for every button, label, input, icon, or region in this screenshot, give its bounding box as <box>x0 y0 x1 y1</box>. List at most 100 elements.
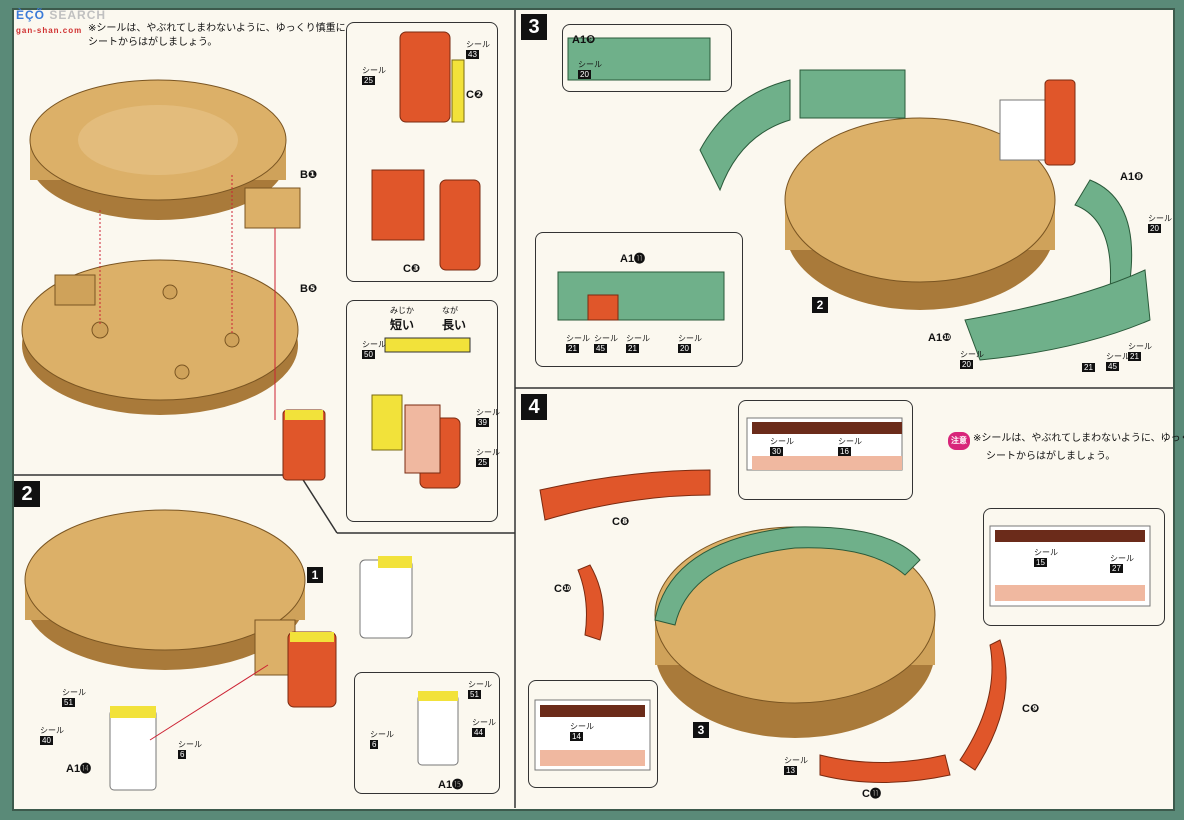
seal-label-part: シール <box>784 756 808 765</box>
seal-label-part: 51 <box>468 690 481 699</box>
seal-label-part: 39 <box>476 418 489 427</box>
seal-label-part: シール <box>40 726 64 735</box>
seal-care-line2-step4: シートからはがしましょう。 <box>986 451 1115 462</box>
part-c3-label: C❸ <box>403 262 420 275</box>
seal-label-part: シール <box>370 730 394 739</box>
seal-label-part: 20 <box>678 344 691 353</box>
seal-label-part: シール <box>362 66 386 75</box>
part-a1-11-label: A1⓫ <box>620 250 645 266</box>
seal-label-part: 30 <box>770 447 783 456</box>
seal-label-part: シール <box>466 40 490 49</box>
seal-label-part: シール <box>1148 214 1172 223</box>
seal-label-part: シール <box>678 334 702 343</box>
part-c8-label: C❽ <box>612 515 629 528</box>
door-callout-box <box>346 22 498 282</box>
seal-label-part: シール <box>476 408 500 417</box>
seal-50: シール50 <box>362 340 386 359</box>
seal-label-part: 25 <box>476 458 489 467</box>
part-a1-9-label: A1❾ <box>572 33 595 46</box>
seal-30-16-callout-box <box>738 400 913 500</box>
long-ruby: なが <box>442 306 458 315</box>
seal-39: シール39 <box>476 408 500 427</box>
seal-label-part: シール <box>472 718 496 727</box>
part-b5-label: B❺ <box>300 282 317 295</box>
seal-40: シール40 <box>40 726 64 745</box>
seal-label-part: シール <box>1110 554 1134 563</box>
seal-6b: シール6 <box>370 730 394 749</box>
seal-label-part: シール <box>838 437 862 446</box>
seal-label-part: 27 <box>1110 564 1123 573</box>
seal-21b: シール21 <box>626 334 650 353</box>
seal-21c: 21 <box>1082 362 1095 372</box>
part-a1-14-label: A1⓮ <box>66 760 91 776</box>
seal-label-part: 16 <box>838 447 851 456</box>
seal-care-note-top: ※シールは、やぶれてしまわないように、ゆっくり慎重に シートからはがしましょう。 <box>88 22 346 50</box>
step-3-number: 3 <box>521 14 547 40</box>
seal-label-part: 50 <box>362 350 375 359</box>
substep-3-number: 3 <box>693 722 709 738</box>
seal-label-part: 14 <box>570 732 583 741</box>
part-c2-label: C❷ <box>466 88 483 101</box>
seal-label-part: シール <box>362 340 386 349</box>
step-2-number: 2 <box>14 481 40 507</box>
warning-badge: 注意 <box>948 432 970 450</box>
seal-label-part: 21 <box>566 344 579 353</box>
part-c9-label: C❾ <box>1022 702 1039 715</box>
seal-care-line2: シートからはがしましょう。 <box>88 37 217 48</box>
seal-label-part: 45 <box>1106 362 1119 371</box>
seal-15-27-callout-box <box>983 508 1165 626</box>
seal-care-line1: ※シールは、やぶれてしまわないように、ゆっくり慎重に <box>88 23 346 34</box>
seal-label-part: シール <box>566 334 590 343</box>
seal-label-part: 13 <box>784 766 797 775</box>
seal-label-part: 21 <box>1082 363 1095 372</box>
part-c11-label: C⓫ <box>862 785 881 801</box>
short-label: 短い <box>390 316 414 333</box>
seal-label-part: 6 <box>370 740 378 749</box>
seal-label-part: シール <box>578 60 602 69</box>
seal-label-part: 40 <box>40 736 53 745</box>
seal-label-part: 44 <box>472 728 485 737</box>
part-a1-10-label: A1❿ <box>928 331 951 344</box>
seal-20c: シール20 <box>1148 214 1172 233</box>
seal-label-part: シール <box>1106 352 1130 361</box>
seal-care-line1-step4: ※シールは、やぶれてしまわないように、ゆっくり慎重に <box>973 433 1184 444</box>
seal-label-part: シール <box>626 334 650 343</box>
seal-label-part: 51 <box>62 698 75 707</box>
seal-label-part: 45 <box>594 344 607 353</box>
seal-label-part: シール <box>594 334 618 343</box>
step-4-number: 4 <box>521 394 547 420</box>
seal-label-part: 20 <box>1148 224 1161 233</box>
part-b1-label: B❶ <box>300 168 317 181</box>
seal-label-part: 20 <box>960 360 973 369</box>
deck-b1-illustration <box>30 80 300 228</box>
seal-label-part: シール <box>468 680 492 689</box>
seal-label-part: 21 <box>1128 352 1141 361</box>
substep-2-number: 2 <box>812 297 828 313</box>
substep-1-number: 1 <box>307 567 323 583</box>
seal-label-part: 25 <box>362 76 375 85</box>
part-a1-15-label: A1⓯ <box>438 776 463 792</box>
seal-label-part: 21 <box>626 344 639 353</box>
seal-label-part: シール <box>570 722 594 731</box>
seal-43: シール43 <box>466 40 490 59</box>
seal-label-part: シール <box>770 437 794 446</box>
seal-label-part: 6 <box>178 750 186 759</box>
seal-label-part: シール <box>1034 548 1058 557</box>
seal-label-part: 43 <box>466 50 479 59</box>
